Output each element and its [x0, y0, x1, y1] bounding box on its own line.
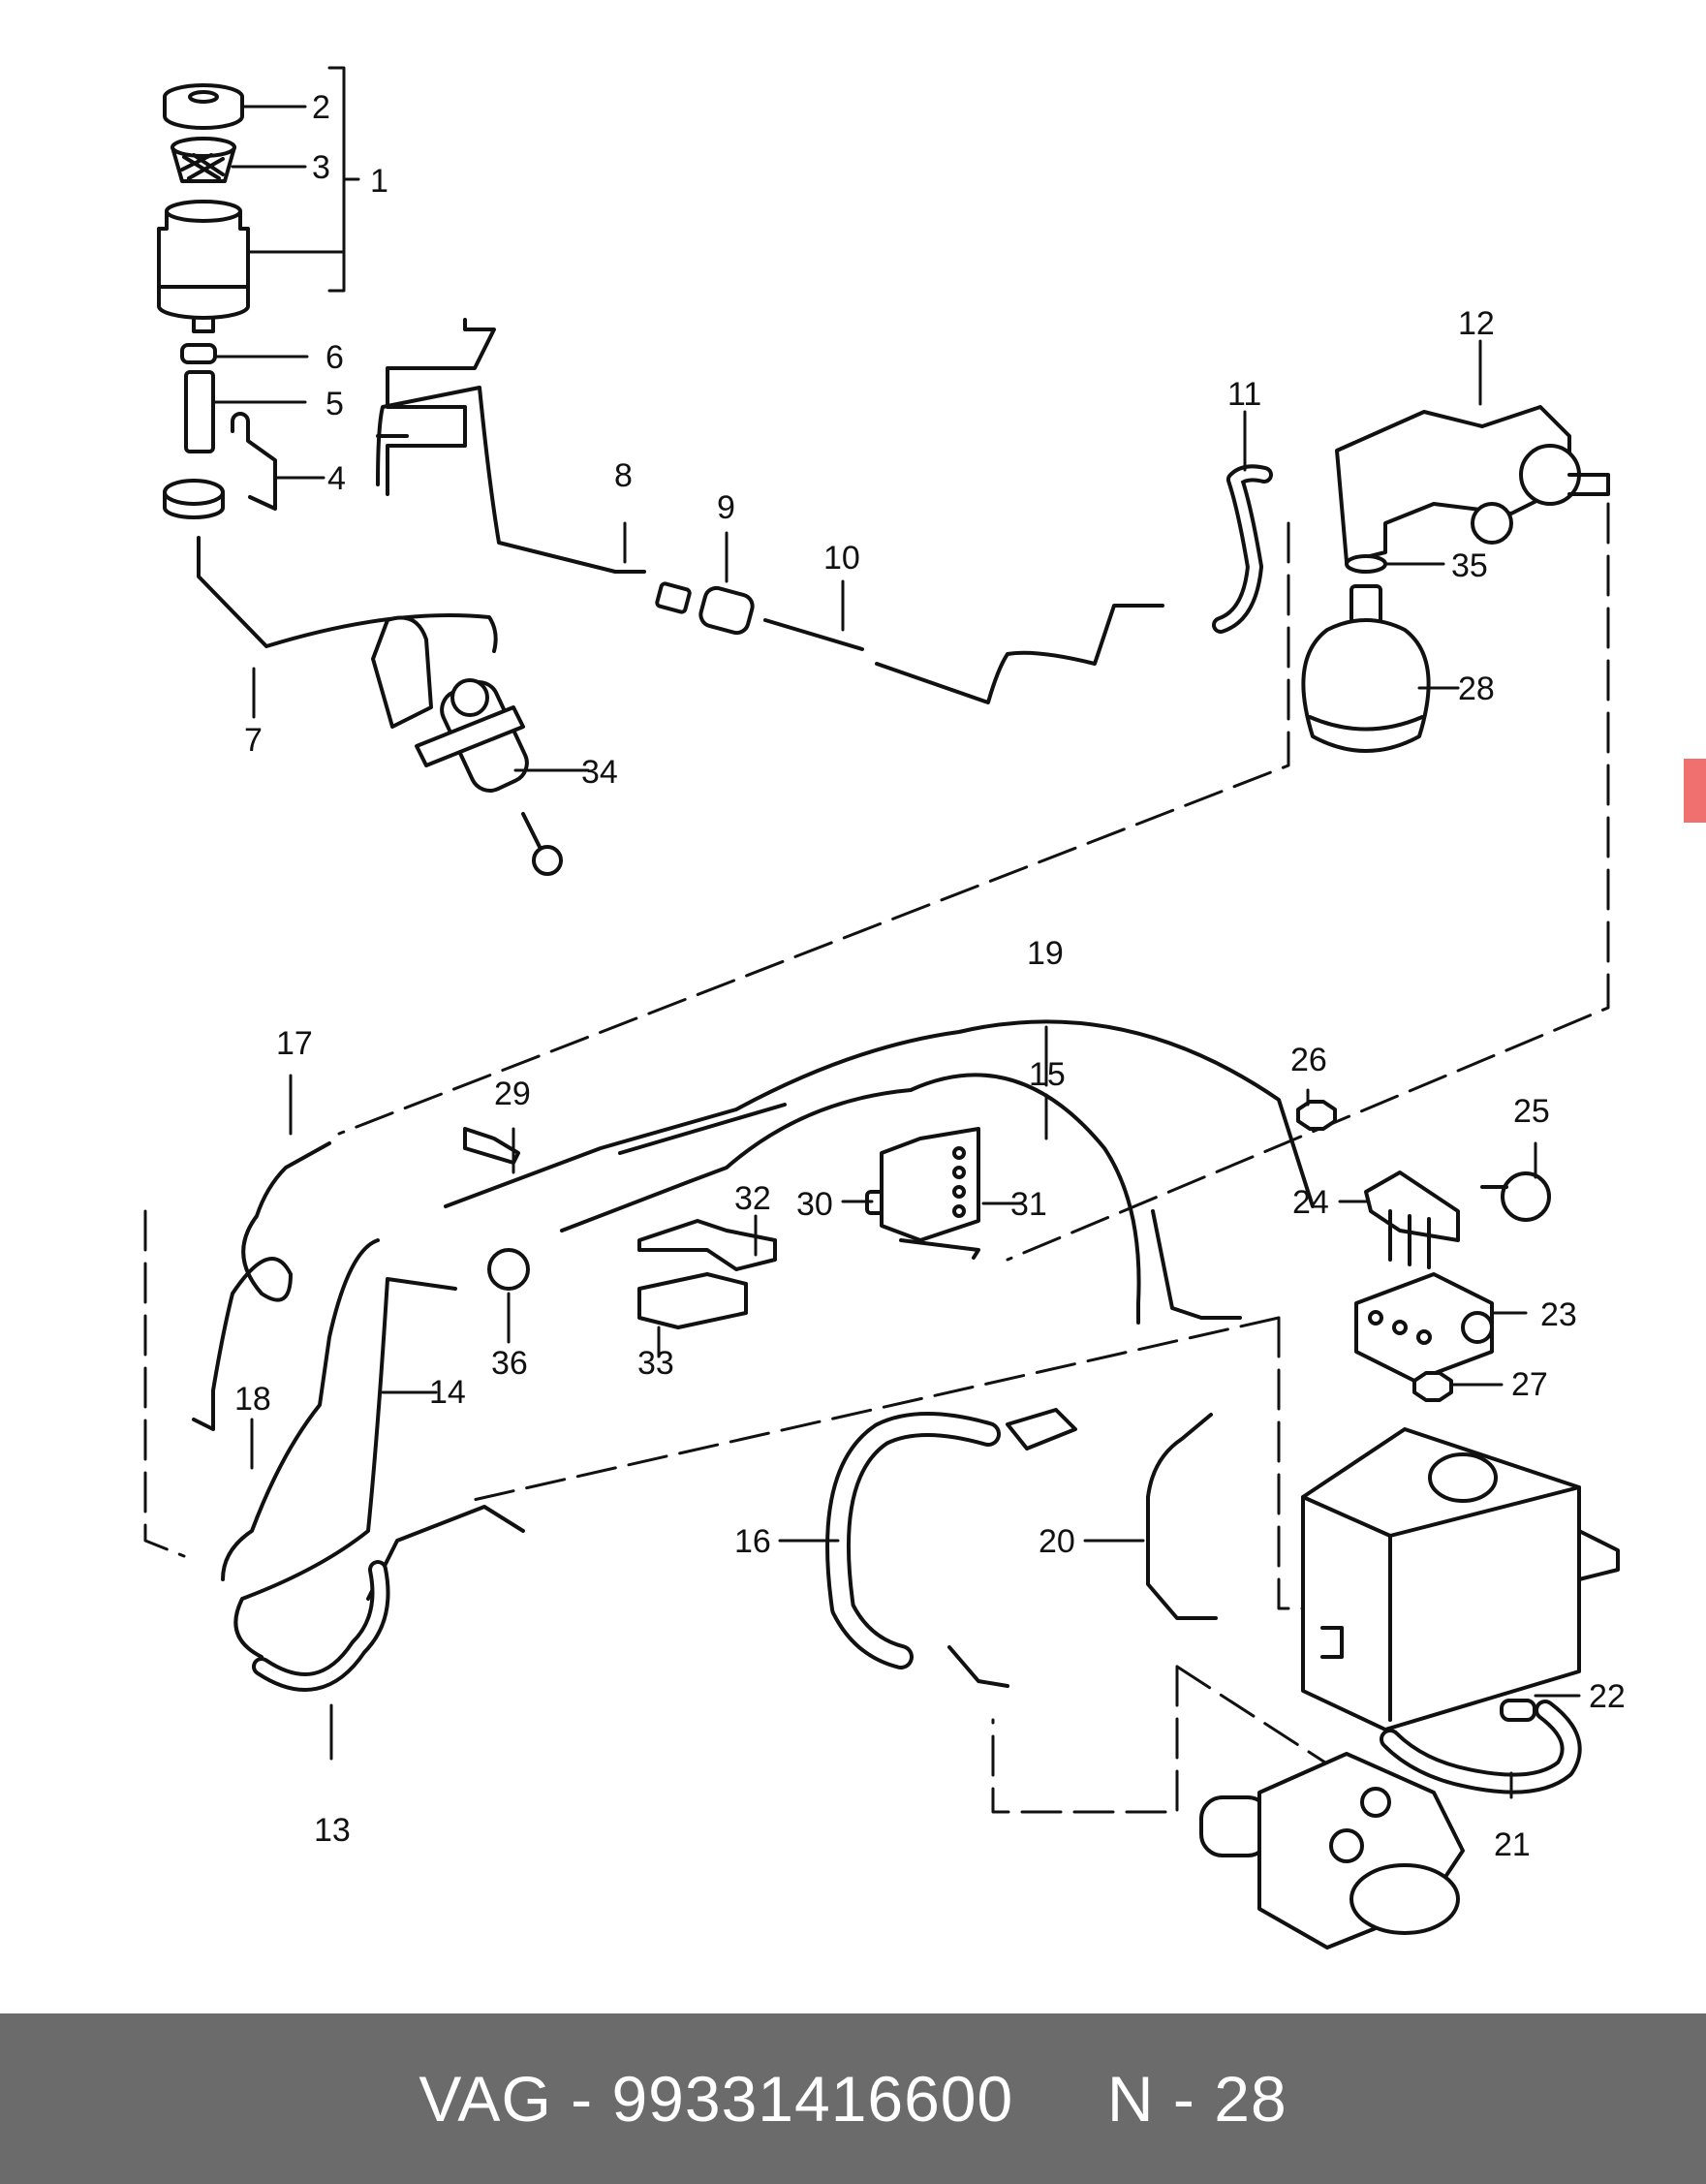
callout-14: 14	[429, 1374, 466, 1411]
nut-26	[1296, 1100, 1337, 1131]
hose-clamp-6	[180, 343, 217, 364]
callout-34: 34	[581, 754, 618, 791]
bracket-32	[637, 1219, 777, 1271]
nut-27	[1412, 1371, 1453, 1402]
callout-2: 2	[312, 89, 330, 126]
callout-31: 31	[1010, 1186, 1047, 1223]
pipe-20	[1146, 1413, 1218, 1620]
bracket-4	[163, 412, 277, 519]
callout-1: 1	[370, 163, 388, 200]
pressure-accumulator-28	[1301, 584, 1431, 753]
hose-clamp-22	[1500, 1699, 1536, 1722]
clutch-master-cylinder	[371, 615, 563, 876]
pipe-8	[376, 318, 646, 574]
side-tab-marker	[1684, 759, 1706, 823]
callout-19: 19	[1027, 935, 1064, 972]
callout-8: 8	[614, 457, 633, 494]
callout-25: 25	[1513, 1093, 1550, 1130]
callout-3: 3	[312, 149, 330, 186]
hose-13	[252, 1560, 390, 1692]
pipe-14	[233, 1277, 457, 1659]
callout-11: 11	[1227, 376, 1261, 413]
callout-9: 9	[717, 489, 735, 526]
clip-29	[463, 1127, 520, 1165]
reservoir-cap	[163, 83, 244, 130]
footer-bar: VAG - 99331416600 N - 28	[0, 2013, 1706, 2184]
fluid-tank	[1301, 1427, 1620, 1732]
hydraulic-pump	[1199, 1752, 1465, 1950]
reservoir-strainer	[171, 137, 236, 183]
callout-6: 6	[326, 339, 344, 376]
part-number: 99331416600	[611, 2063, 1014, 2135]
distribution-block-23	[1354, 1272, 1494, 1383]
callout-16: 16	[734, 1523, 771, 1560]
callout-36: 36	[491, 1345, 528, 1382]
callout-17: 17	[276, 1025, 313, 1062]
valve-25	[1480, 1171, 1551, 1222]
callout-35: 35	[1451, 547, 1488, 584]
position-separator: -	[1154, 2063, 1215, 2135]
callout-7: 7	[244, 722, 263, 759]
clamp-33	[637, 1272, 748, 1329]
callout-21: 21	[1494, 1826, 1531, 1863]
callout-26: 26	[1290, 1042, 1327, 1078]
callout-27: 27	[1511, 1366, 1548, 1403]
pipe-17	[192, 1141, 331, 1431]
callout-24: 24	[1292, 1184, 1329, 1221]
brand-label: VAG	[419, 2063, 552, 2135]
pipe-18	[221, 1238, 380, 1581]
callout-33: 33	[637, 1345, 674, 1382]
union-9	[655, 581, 755, 636]
callout-18: 18	[234, 1381, 271, 1418]
footer-caption: VAG - 99331416600 N - 28	[419, 2062, 1287, 2136]
callout-15: 15	[1029, 1056, 1066, 1093]
seal-ring-35	[1345, 554, 1387, 574]
pipe-7	[197, 536, 498, 653]
valve-assembly-12	[1335, 405, 1610, 564]
pipe-13-upper	[366, 1505, 525, 1601]
pipe-10	[763, 604, 1164, 704]
callout-32: 32	[734, 1180, 771, 1217]
callout-28: 28	[1458, 671, 1495, 707]
union-36	[487, 1248, 530, 1291]
callout-10: 10	[823, 540, 860, 577]
pipe-19	[444, 1019, 1315, 1208]
brand-separator: -	[551, 2063, 612, 2135]
position-prefix: N	[1106, 2063, 1155, 2135]
callout-29: 29	[494, 1076, 531, 1112]
reservoir-body	[157, 200, 250, 333]
caption-gap	[1013, 2063, 1107, 2135]
callout-23: 23	[1540, 1296, 1577, 1333]
callout-20: 20	[1039, 1523, 1075, 1560]
callout-12: 12	[1458, 305, 1495, 342]
clamp-31	[880, 1127, 980, 1260]
callout-5: 5	[326, 386, 344, 422]
position-number: 28	[1214, 2063, 1287, 2135]
hose-5	[184, 370, 215, 453]
bracket-24	[1364, 1170, 1460, 1269]
callout-22: 22	[1589, 1678, 1626, 1715]
callout-13: 13	[314, 1812, 351, 1849]
pipe-15	[560, 1073, 1242, 1325]
callout-4: 4	[327, 460, 346, 497]
callout-30: 30	[796, 1186, 833, 1223]
parts-diagram: 1 2 3 4 5 6 7 8 9 10 11 12 13 14 15 16 1…	[143, 66, 1626, 1950]
